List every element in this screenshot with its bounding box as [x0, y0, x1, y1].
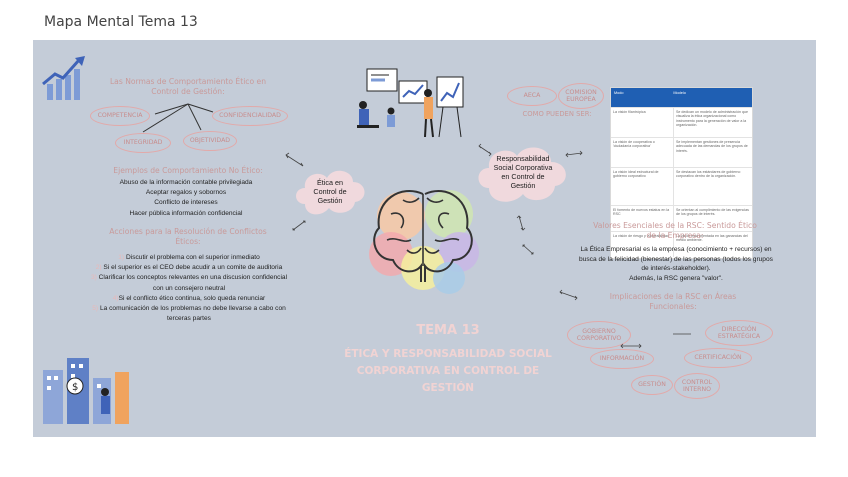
- connector-arrows: [33, 40, 816, 437]
- document-title: Mapa Mental Tema 13: [44, 14, 198, 30]
